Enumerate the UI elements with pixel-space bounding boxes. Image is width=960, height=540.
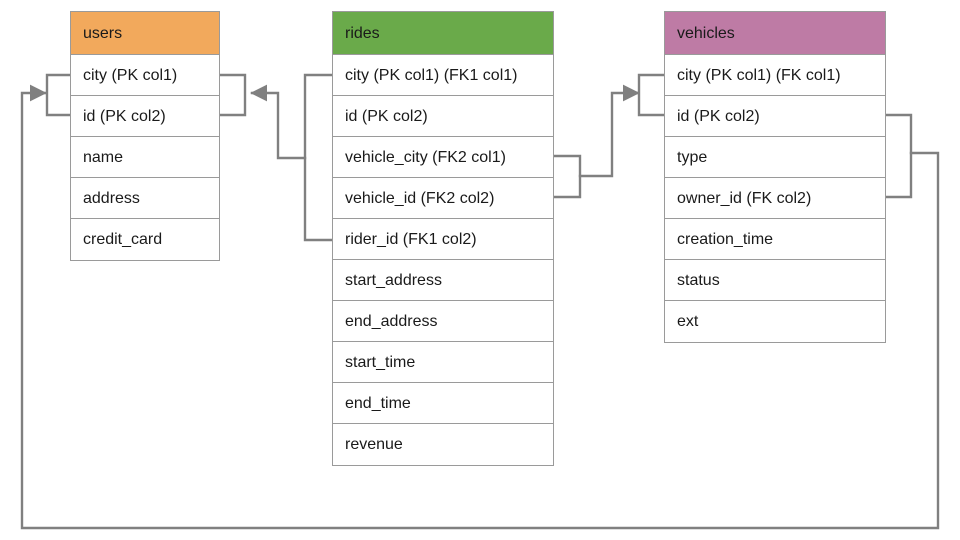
field-vehicles-ext[interactable]: ext xyxy=(665,301,885,342)
field-users-id[interactable]: id (PK col2) xyxy=(71,96,219,137)
field-rides-vehicle-city[interactable]: vehicle_city (FK2 col1) xyxy=(333,137,553,178)
field-rides-id[interactable]: id (PK col2) xyxy=(333,96,553,137)
field-users-address[interactable]: address xyxy=(71,178,219,219)
field-vehicles-status[interactable]: status xyxy=(665,260,885,301)
entity-users[interactable]: users city (PK col1) id (PK col2) name a… xyxy=(70,11,220,261)
field-users-credit-card[interactable]: credit_card xyxy=(71,219,219,260)
field-vehicles-owner-id[interactable]: owner_id (FK col2) xyxy=(665,178,885,219)
field-users-city[interactable]: city (PK col1) xyxy=(71,55,219,96)
entity-vehicles-title: vehicles xyxy=(665,12,885,55)
field-rides-revenue[interactable]: revenue xyxy=(333,424,553,465)
field-rides-start-address[interactable]: start_address xyxy=(333,260,553,301)
field-rides-end-time[interactable]: end_time xyxy=(333,383,553,424)
field-rides-end-address[interactable]: end_address xyxy=(333,301,553,342)
field-vehicles-type[interactable]: type xyxy=(665,137,885,178)
field-rides-start-time[interactable]: start_time xyxy=(333,342,553,383)
entity-rides[interactable]: rides city (PK col1) (FK1 col1) id (PK c… xyxy=(332,11,554,466)
entity-rides-title: rides xyxy=(333,12,553,55)
entity-vehicles[interactable]: vehicles city (PK col1) (FK col1) id (PK… xyxy=(664,11,886,343)
field-rides-vehicle-id[interactable]: vehicle_id (FK2 col2) xyxy=(333,178,553,219)
field-users-name[interactable]: name xyxy=(71,137,219,178)
entity-users-title: users xyxy=(71,12,219,55)
field-vehicles-city[interactable]: city (PK col1) (FK col1) xyxy=(665,55,885,96)
field-rides-rider-id[interactable]: rider_id (FK1 col2) xyxy=(333,219,553,260)
field-vehicles-creation-time[interactable]: creation_time xyxy=(665,219,885,260)
connector-rides-rider-to-users xyxy=(218,73,334,242)
field-vehicles-id[interactable]: id (PK col2) xyxy=(665,96,885,137)
connector-rides-vehicle-to-vehicles xyxy=(552,73,666,199)
field-rides-city[interactable]: city (PK col1) (FK1 col1) xyxy=(333,55,553,96)
